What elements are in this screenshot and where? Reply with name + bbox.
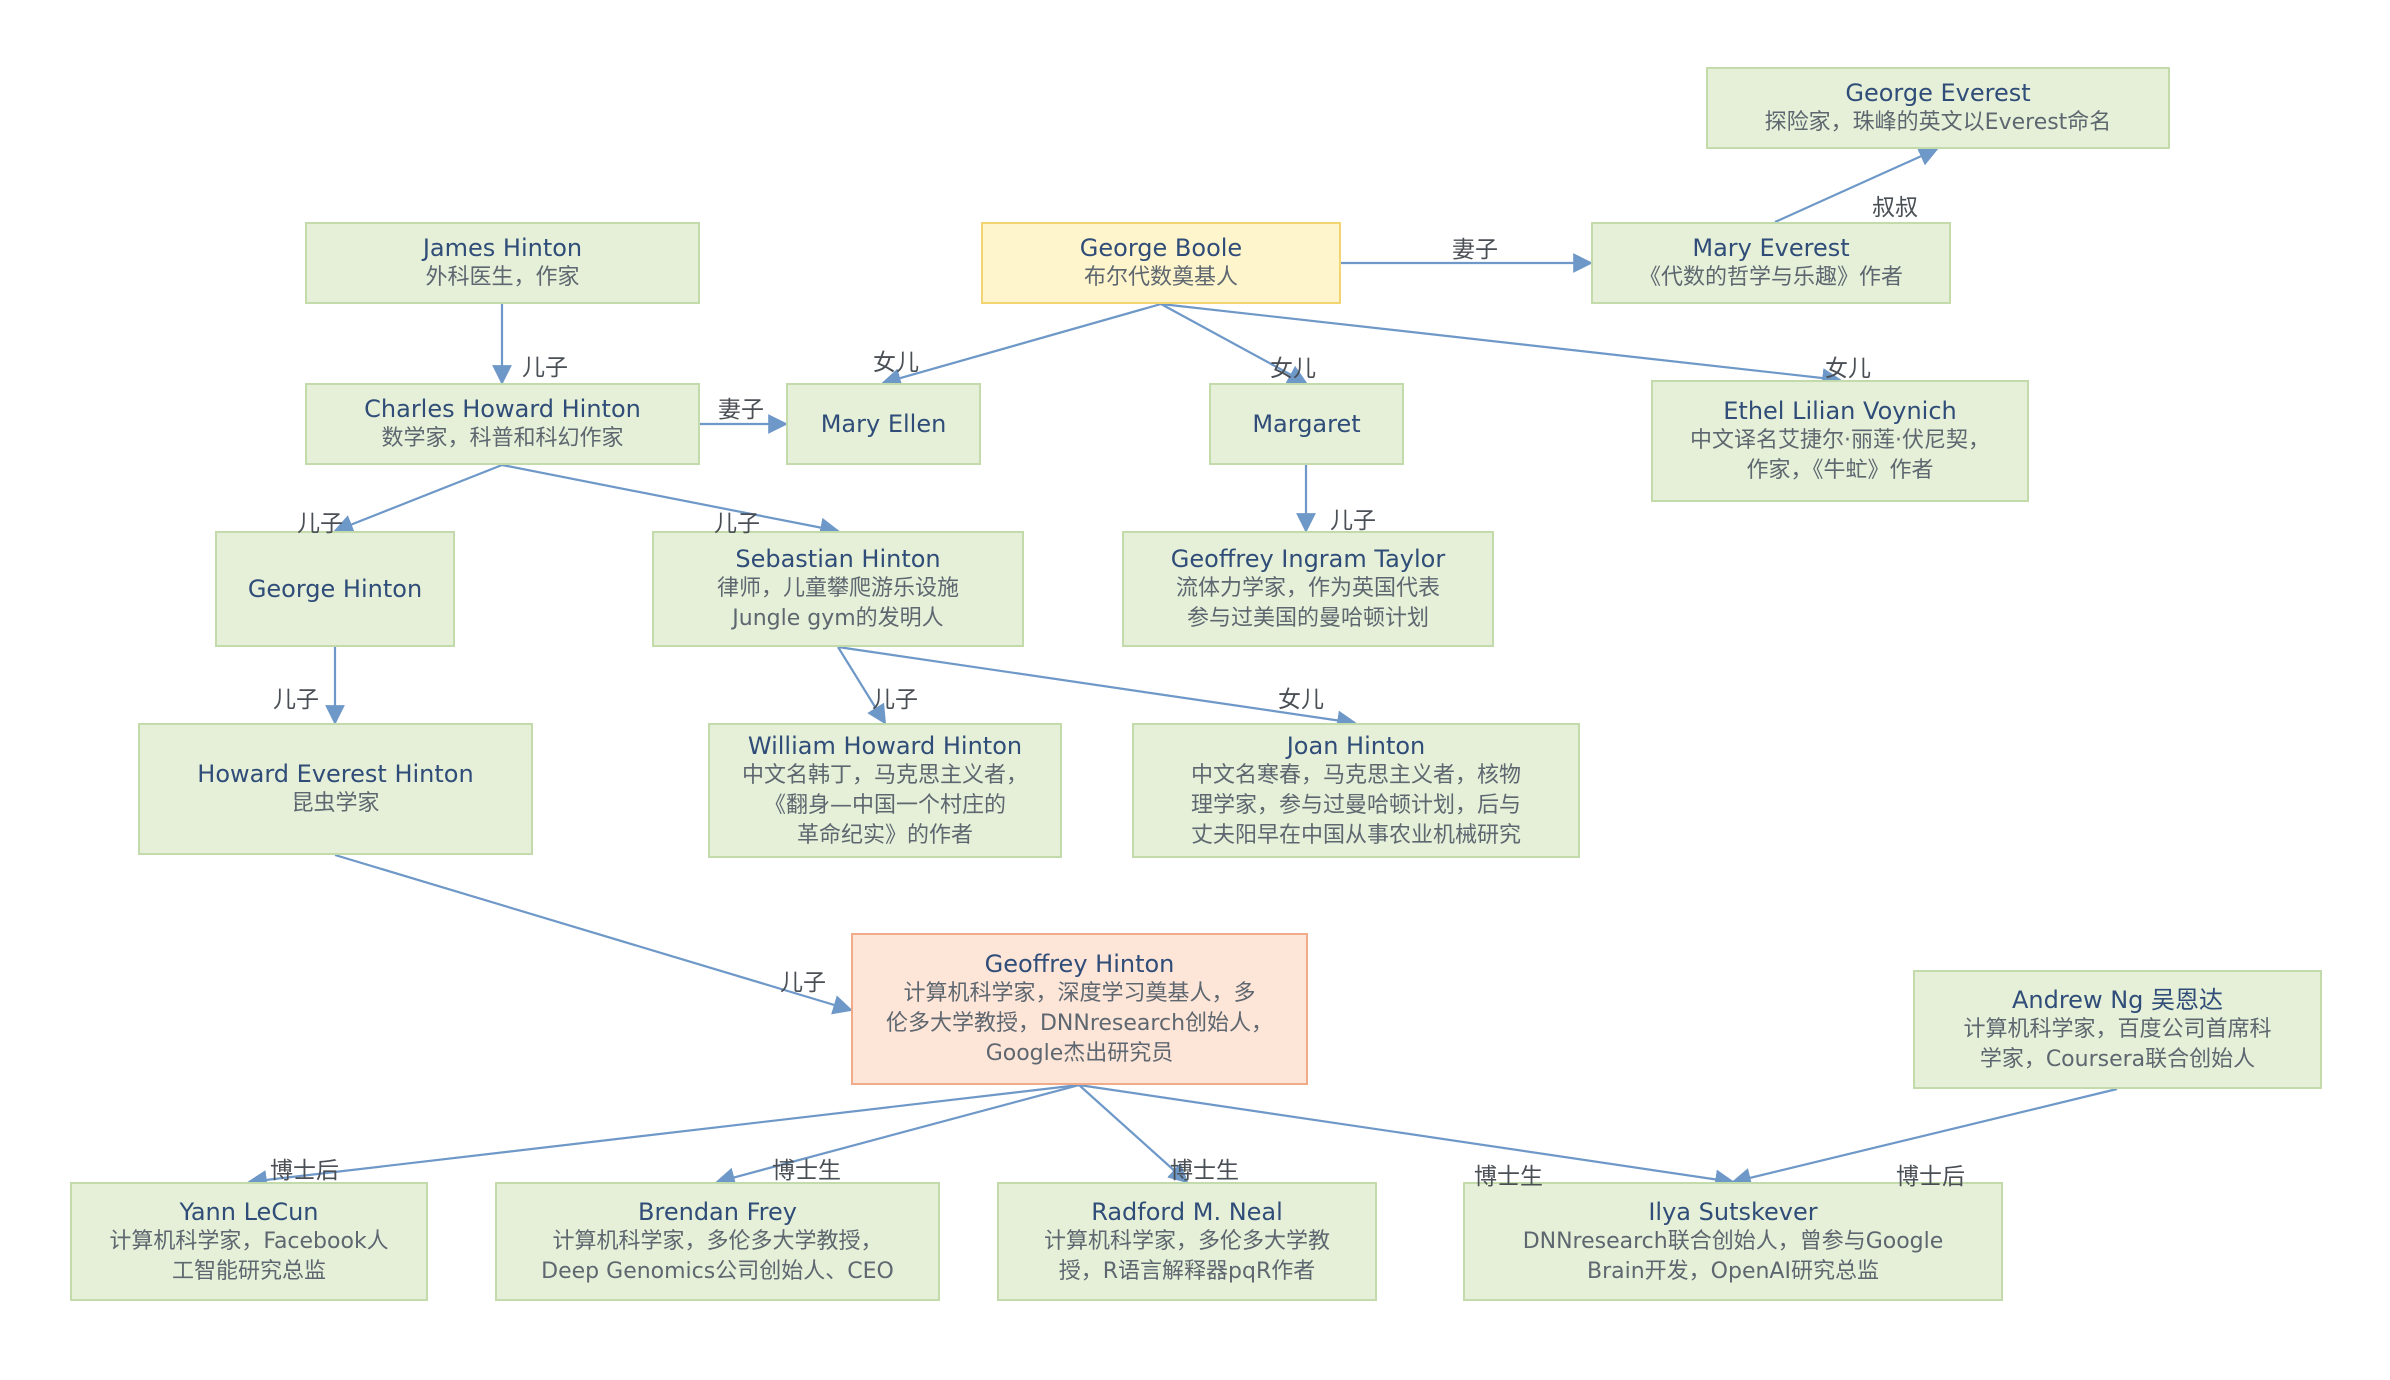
node-description: 计算机科学家，深度学习奠基人，多 伦多大学教授，DNNresearch创始人， … <box>885 981 1274 1066</box>
node-description: 计算机科学家，多伦多大学教 授，R语言解释器pqR作者 <box>1043 1228 1330 1284</box>
edge-label-george_hinton-to-howard_hinton: 儿子 <box>273 687 319 713</box>
edge-label-geoffrey_hinton-to-radford_neal: 博士生 <box>1170 1158 1239 1184</box>
node-ethel-voynich: Ethel Lilian Voynich 中文译名艾捷尔·丽莲·伏尼契， 作家，《… <box>1651 380 2029 502</box>
node-name: Geoffrey Ingram Taylor <box>1170 545 1446 573</box>
node-name: William Howard Hinton <box>747 731 1023 760</box>
node-name: James Hinton <box>422 234 583 262</box>
edge-mary_everest-to-george_everest <box>1774 147 1939 224</box>
edge-label-james_hinton-to-charles_hinton: 儿子 <box>522 355 568 381</box>
node-description: 中文译名艾捷尔·丽莲·伏尼契， 作家，《牛虻》作者 <box>1690 428 1990 483</box>
edge-geoffrey_hinton-to-yann_lecun <box>247 1083 1080 1190</box>
node-name: George Everest <box>1845 79 2031 107</box>
edge-label-george_boole-to-mary_everest: 妻子 <box>1452 237 1498 263</box>
edge-charles_hinton-to-george_hinton <box>333 463 503 534</box>
node-andrew-ng: Andrew Ng 吴恩达计算机科学家，百度公司首席科 学家，Coursera联… <box>1913 970 2322 1089</box>
edge-label-geoffrey_hinton-to-ilya_sutskever: 博士生 <box>1474 1164 1543 1190</box>
node-name: Yann LeCun <box>179 1197 319 1226</box>
edge-label-margaret-to-geoffrey_taylor: 儿子 <box>1330 508 1376 534</box>
node-description: 昆虫学家 <box>291 791 380 816</box>
node-name: Ilya Sutskever <box>1648 1197 1818 1226</box>
node-geoffrey-taylor: Geoffrey Ingram Taylor 流体力学家，作为英国代表 参与过美国… <box>1122 531 1494 647</box>
node-howard-hinton: Howard Everest Hinton 昆虫学家 <box>138 723 533 855</box>
edge-sebastian_hinton-to-joan_hinton <box>837 645 1357 731</box>
edge-geoffrey_hinton-to-ilya_sutskever <box>1078 1083 1735 1190</box>
edge-geoffrey_hinton-to-radford_neal <box>1078 1084 1189 1184</box>
edge-andrew_ng-to-ilya_sutskever <box>1731 1087 2118 1188</box>
edge-label-sebastian_hinton-to-joan_hinton: 女儿 <box>1278 687 1324 713</box>
edge-label-george_boole-to-margaret: 女儿 <box>1270 356 1316 382</box>
edge-label-geoffrey_hinton-to-brendan_frey: 博士生 <box>772 1158 841 1184</box>
node-name: Andrew Ng 吴恩达 <box>2011 985 2224 1014</box>
node-name: Mary Everest <box>1692 234 1850 262</box>
node-george-hinton: George Hinton <box>215 531 455 647</box>
edge-george_boole-to-ethel_voynich <box>1160 302 1842 388</box>
edge-howard_hinton-to-geoffrey_hinton <box>334 853 853 1015</box>
node-description: 《代数的哲学与乐趣》作者 <box>1638 265 1903 290</box>
node-name: Margaret <box>1252 410 1361 438</box>
node-margaret: Margaret <box>1209 383 1404 465</box>
edge-label-charles_hinton-to-george_hinton: 儿子 <box>297 511 343 537</box>
edge-charles_hinton-to-sebastian_hinton <box>501 463 840 538</box>
node-name: George Boole <box>1079 234 1243 262</box>
node-description: 中文名寒春，马克思主义者，核物 理学家，参与过曼哈顿计划，后与 丈夫阳早在中国从… <box>1190 762 1521 848</box>
node-description: 布尔代数奠基人 <box>1083 265 1238 290</box>
edge-label-mary_everest-to-george_everest: 叔叔 <box>1872 195 1918 221</box>
node-description: 计算机科学家，Facebook人 工智能研究总监 <box>109 1228 389 1284</box>
node-name: Mary Ellen <box>820 410 947 438</box>
node-name: Charles Howard Hinton <box>364 395 641 423</box>
node-mary-ellen: Mary Ellen <box>786 383 981 465</box>
node-name: Howard Everest Hinton <box>197 760 474 788</box>
node-sebastian-hinton: Sebastian Hinton 律师，儿童攀爬游乐设施 Jungle gym的发… <box>652 531 1024 647</box>
node-name: Joan Hinton <box>1286 731 1426 760</box>
node-description: 数学家，科普和科幻作家 <box>381 426 624 451</box>
edge-george_boole-to-margaret <box>1160 303 1308 384</box>
node-name: Sebastian Hinton <box>735 545 941 573</box>
edge-geoffrey_hinton-to-brendan_frey <box>715 1083 1080 1187</box>
edge-sebastian_hinton-to-william_hinton <box>837 646 887 725</box>
node-geoffrey-hinton: Geoffrey Hinton 计算机科学家，深度学习奠基人，多 伦多大学教授，D… <box>851 933 1308 1085</box>
edge-label-sebastian_hinton-to-william_hinton: 儿子 <box>872 687 918 713</box>
node-description: 中文名韩丁，马克思主义者， 《翻身—中国一个村庄的 革命纪实》的作者 <box>741 762 1028 848</box>
node-name: Ethel Lilian Voynich <box>1723 397 1957 425</box>
node-george-boole: George Boole 布尔代数奠基人 <box>981 222 1341 304</box>
node-description: 律师，儿童攀爬游乐设施 Jungle gym的发明人 <box>716 576 959 631</box>
node-description: 计算机科学家，多伦多大学教授， Deep Genomics公司创始人、CEO <box>541 1228 894 1284</box>
node-description: 探险家，珠峰的英文以Everest命名 <box>1764 110 2112 135</box>
edge-label-charles_hinton-to-mary_ellen: 妻子 <box>718 397 764 423</box>
edge-george_boole-to-mary_ellen <box>881 302 1162 388</box>
node-description: DNNresearch联合创始人，曾参与Google Brain开发，OpenA… <box>1522 1228 1944 1284</box>
node-description: 外科医生，作家 <box>425 265 580 290</box>
node-name: Geoffrey Hinton <box>984 950 1175 978</box>
node-name: Brendan Frey <box>638 1197 797 1226</box>
edge-label-george_boole-to-mary_ellen: 女儿 <box>873 350 919 376</box>
node-mary-everest: Mary Everest 《代数的哲学与乐趣》作者 <box>1591 222 1951 304</box>
node-name: George Hinton <box>247 575 423 603</box>
edge-label-geoffrey_hinton-to-yann_lecun: 博士后 <box>270 1158 339 1184</box>
node-description: 流体力学家，作为英国代表 参与过美国的曼哈顿计划 <box>1175 576 1440 631</box>
edge-label-george_boole-to-ethel_voynich: 女儿 <box>1825 356 1871 382</box>
edge-label-andrew_ng-to-ilya_sutskever: 博士后 <box>1896 1164 1965 1190</box>
edge-label-howard_hinton-to-geoffrey_hinton: 儿子 <box>780 970 826 996</box>
node-charles-hinton: Charles Howard Hinton 数学家，科普和科幻作家 <box>305 383 700 465</box>
node-name: Radford M. Neal <box>1091 1197 1283 1226</box>
edge-label-charles_hinton-to-sebastian_hinton: 儿子 <box>714 511 760 537</box>
node-george-everest: George Everest 探险家，珠峰的英文以Everest命名 <box>1706 67 2170 149</box>
node-james-hinton: James Hinton 外科医生，作家 <box>305 222 700 304</box>
node-description: 计算机科学家，百度公司首席科 学家，Coursera联合创始人 <box>1963 1016 2272 1072</box>
